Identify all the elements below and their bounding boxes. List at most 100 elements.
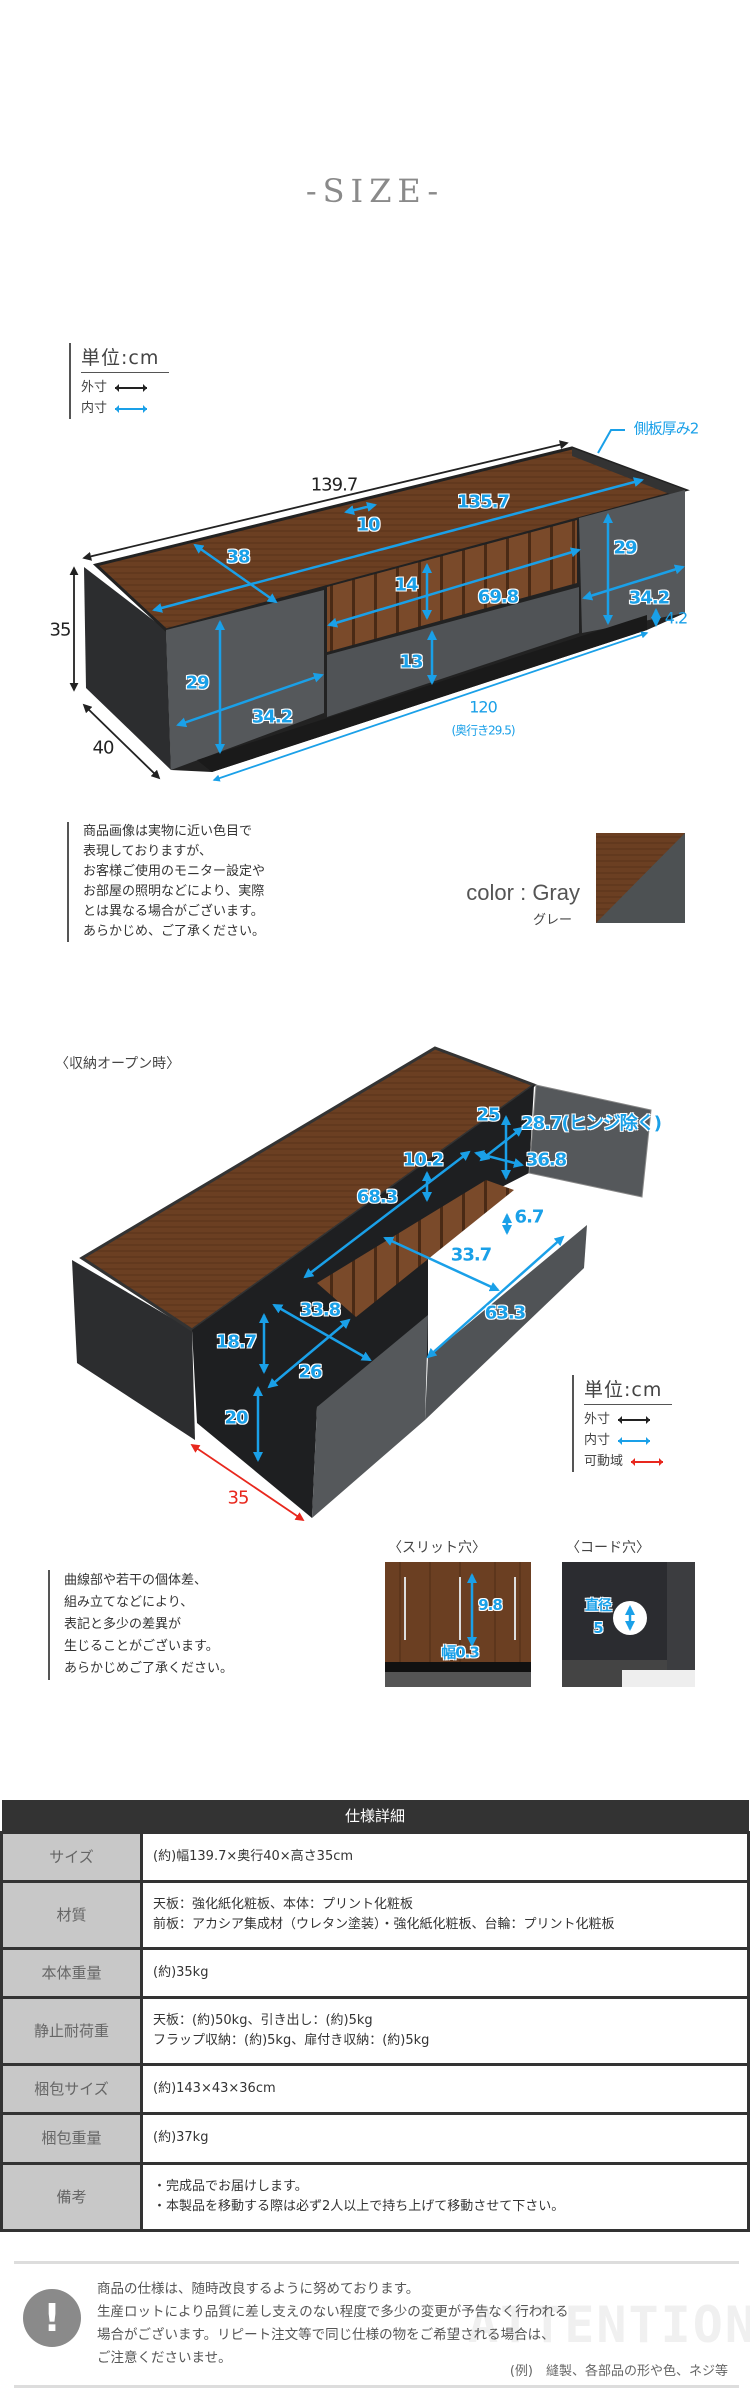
table-row: 本体重量 (約)35kg (0, 1946, 750, 1999)
spec-value: 天板：強化紙化粧板、本体：プリント化粧板 (153, 1896, 414, 1912)
color-disclaimer: 商品画像は実物に近い色目で 表現しておりますが、 お客様ご使用のモニター設定や … (67, 822, 265, 942)
dim-left-door-w: 34.2 (251, 706, 293, 728)
attention-line: 生産ロットにより品質に差し支えのない程度で多少の変更が予告なく行われる (97, 2304, 569, 2320)
cord-diameter-value: 5 (593, 1619, 603, 1637)
table-row: 備考・完成品でお届けします。・本製品を移動する際は必ず2人以上で持ち上げて移動さ… (0, 2161, 750, 2232)
slit-photo (385, 1562, 531, 1687)
movable-arrow-icon (631, 1457, 664, 1466)
outer-arrow-icon (115, 383, 148, 392)
note-line: お部屋の照明などにより、実際 (83, 884, 265, 899)
dim-6-7: 6.7 (514, 1206, 545, 1228)
note-line: とは異なる場合がございます。 (83, 904, 264, 919)
variance-disclaimer: 曲線部や若干の個体差、 組み立てなどにより、 表記と多少の差異が 生じることがご… (48, 1570, 233, 1680)
attention-line: 商品の仕様は、随時改良するように努めております。 (97, 2281, 420, 2297)
color-label: color : Gray (466, 880, 580, 905)
inner-label: 内寸 (584, 1433, 611, 1448)
dim-flap-width: 69.8 (477, 586, 519, 608)
attention-example: (例) 縫製、各部品の形や色、ネジ等 (509, 2364, 728, 2379)
dim-63-3: 63.3 (484, 1302, 526, 1324)
dim-width: 139.7 (310, 474, 359, 496)
attention-text: 商品の仕様は、随時改良するように努めております。 生産ロットにより品質に差し支え… (97, 2278, 569, 2370)
note-line: 表現しておりますが、 (83, 844, 212, 859)
dim-bottom-width: 120 (469, 697, 498, 717)
open-caption: 〈収納オープン時〉 (55, 1056, 181, 1072)
spec-value: フラップ収納：(約)5kg、扉付き収納：(約)5kg (153, 2032, 430, 2048)
unit-label: 単位:cm (584, 1375, 672, 1405)
dim-28-7: 28.7(ヒンジ除く) (521, 1113, 662, 1134)
cord-diameter-label: 直径 (585, 1598, 612, 1614)
dimension-arrows-1 (69, 429, 685, 782)
spec-key: 本体重量 (0, 1946, 143, 1999)
outer-label: 外寸 (81, 380, 108, 395)
dim-bottom-depth: (奥行き29.5) (451, 723, 515, 738)
dim-18-7: 18.7 (215, 1331, 257, 1353)
spec-value: ・本製品を移動する際は必ず2人以上で持ち上げて移動させて下さい。 (153, 2198, 565, 2214)
unit-legend: 単位:cm 外寸 内寸 (69, 343, 169, 419)
page-title: -SIZE- (305, 172, 445, 210)
spec-value: (約)143×43×36cm (153, 2080, 276, 2096)
dim-68-3: 68.3 (356, 1186, 398, 1208)
side-panel-thickness: 側板厚み2 (633, 419, 700, 438)
spec-value: (約)37kg (153, 2130, 209, 2145)
dim-25: 25 (476, 1104, 500, 1126)
dim-depth: 40 (92, 737, 115, 759)
spec-value: 天板：(約)50kg、引き出し：(約)5kg (153, 2012, 373, 2028)
dim-drawer-h: 13 (399, 651, 423, 673)
slit-caption: 〈スリット穴〉 (388, 1540, 486, 1556)
dim-26: 26 (298, 1361, 322, 1383)
dim-right-door-h: 29 (613, 537, 637, 559)
spec-key: 梱包サイズ (0, 2062, 143, 2115)
note-line: あらかじめご了承ください。 (64, 1661, 234, 1676)
attention-line: 場合がございます。リピート注文等で同じ仕様の物をご希望される場合は、 (97, 2327, 555, 2343)
color-sub-label: グレー (532, 913, 572, 928)
dim-20: 20 (224, 1407, 248, 1429)
table-row: サイズ(約)幅139.7×奥行40×高さ35cm (0, 1830, 750, 1883)
divider (14, 2385, 739, 2388)
dim-slit-gap: 10 (356, 514, 380, 536)
dim-33-8: 33.8 (299, 1299, 341, 1321)
dim-33-7: 33.7 (450, 1244, 492, 1266)
cord-caption: 〈コード穴〉 (566, 1540, 650, 1556)
cord-photo (562, 1562, 695, 1687)
spec-value: (約)35kg (153, 1964, 209, 1980)
spec-value: (約)幅139.7×奥行40×高さ35cm (153, 1848, 354, 1864)
table-row: 梱包重量(約)37kg (0, 2111, 750, 2165)
dimension-arrows-2 (190, 1115, 565, 1522)
attention-line: ご注意くださいませ。 (97, 2350, 232, 2366)
color-swatch (596, 833, 685, 923)
exclamation-icon: ! (23, 2289, 81, 2347)
dim-inner-depth: 38 (226, 546, 250, 568)
dim-plinth: 4.2 (664, 608, 688, 628)
dim-inner-width: 135.7 (457, 491, 510, 513)
spec-table: 仕様詳細 サイズ(約)幅139.7×奥行40×高さ35cm 材質天板：強化紙化粧… (0, 1800, 750, 2232)
attention-watermark: ATTENTION (468, 2296, 750, 2354)
unit-legend-2: 単位:cm 外寸 内寸 可動域 (572, 1375, 672, 1472)
dim-36-8: 36.8 (525, 1149, 567, 1171)
note-line: あらかじめ、ご了承ください。 (83, 924, 266, 939)
inner-label: 内寸 (81, 401, 108, 416)
outer-arrow-icon (618, 1415, 651, 1424)
movable-label: 可動域 (584, 1454, 624, 1469)
inner-arrow-icon (115, 404, 148, 413)
dim-10-2: 10.2 (402, 1149, 444, 1171)
note-line: 組み立てなどにより、 (64, 1595, 194, 1610)
table-row: 材質天板：強化紙化粧板、本体：プリント化粧板前板：アカシア集成材（ウレタン塗装）… (0, 1879, 750, 1950)
spec-value: ・完成品でお届けします。 (153, 2178, 308, 2194)
divider (14, 2261, 739, 2264)
dim-35-movable: 35 (227, 1487, 250, 1509)
spec-key: 材質 (0, 1879, 143, 1950)
spec-key: 静止耐荷重 (0, 1995, 143, 2066)
note-line: 商品画像は実物に近い色目で (83, 824, 253, 839)
unit-label: 単位:cm (81, 343, 169, 373)
note-line: 表記と多少の差異が (64, 1617, 182, 1632)
tv-board-closed (84, 446, 690, 772)
spec-key: 備考 (0, 2161, 143, 2232)
dim-height: 35 (49, 619, 72, 641)
outer-label: 外寸 (584, 1412, 611, 1427)
dim-flap-height: 14 (394, 574, 418, 596)
dim-right-door-w: 34.2 (628, 587, 670, 609)
spec-header: 仕様詳細 (1, 1800, 749, 1832)
table-row: 静止耐荷重天板：(約)50kg、引き出し：(約)5kg フラップ収納：(約)5kg… (0, 1995, 750, 2066)
note-line: 生じることがございます。 (64, 1639, 219, 1654)
